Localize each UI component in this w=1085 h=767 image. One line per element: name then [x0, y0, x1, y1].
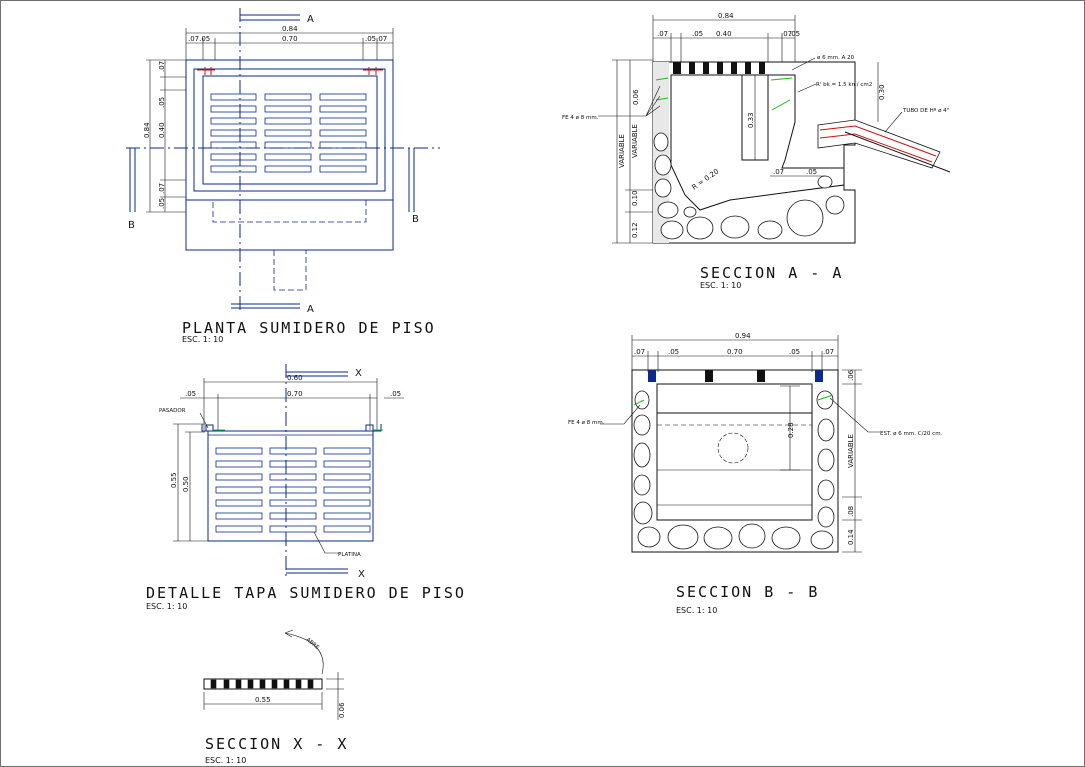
bb-scale: ESC. 1: 10: [676, 606, 717, 615]
xx-title: SECCION X - X: [205, 735, 348, 753]
bb-dim-b: .05: [668, 348, 679, 356]
bb-stone-fill: [633, 390, 835, 550]
bb-dim-v08: .08: [847, 506, 855, 517]
cover-dim-left: .05: [185, 390, 196, 398]
section-xx-view: 0.55 0.06 ABRE SECCION X - X ESC. 1: 10: [203, 629, 348, 765]
aa-label-stirrup: ø 6 mm. A 20: [817, 55, 855, 61]
cover-label-frame: PLATINA: [338, 552, 361, 558]
aa-pipe: [817, 119, 951, 173]
aa-dim-v06: 0.06: [632, 89, 640, 105]
bb-dim-v06: .06: [847, 369, 855, 381]
cover-dim-total: 0.60: [287, 374, 303, 382]
aa-dim-v30: 0.30: [878, 84, 886, 100]
bb-label-variable: VARIABLE: [847, 434, 855, 468]
section-bb-view: 0.94 .07 .05 0.70 .05 .07: [568, 332, 943, 615]
aa-dim-h07: .07: [773, 168, 784, 176]
plan-dim-v07a: .07: [158, 61, 166, 72]
xx-dim-length: 0.55: [255, 696, 271, 704]
plan-cut-a-top: A: [307, 14, 314, 25]
plan-dim-v07b: .07: [158, 183, 166, 194]
plan-dim-v40: 0.40: [158, 122, 166, 138]
plan-dim-v84: 0.84: [143, 122, 151, 138]
plan-dim-edge-left: .07.05: [188, 35, 210, 43]
aa-dim-b: .05: [692, 30, 703, 38]
plan-cut-b-right: B: [412, 214, 419, 225]
aa-label-fill: R' bk = 1.5 kn / cm2: [816, 82, 872, 88]
aa-stone-fill: [653, 132, 845, 240]
bb-title: SECCION B - B: [676, 583, 819, 601]
cover-detail-view: 0.60 0.70 .05 .05 0.55 0.50: [146, 364, 466, 611]
plan-dim-total: 0.84: [282, 25, 298, 33]
bb-label-stirrup: EST. ø 6 mm. C/20 cm.: [880, 431, 943, 437]
plan-dim-edge-right: .05.07: [365, 35, 387, 43]
aa-label-pipe: TUBO DE Hº ø 4": [902, 107, 949, 114]
cover-grate: [215, 447, 371, 533]
plan-dim-v05: .05: [158, 97, 166, 108]
plan-cut-a-bottom: A: [307, 304, 314, 315]
aa-dim-a: .07: [657, 30, 668, 38]
aa-dim-d: .07: [781, 30, 792, 38]
plan-title: PLANTA SUMIDERO DE PISO: [182, 319, 436, 337]
aa-dim-v10: 0.10: [631, 190, 639, 206]
bb-dim-a: .07: [634, 348, 645, 356]
plan-scale: ESC. 1: 10: [182, 335, 223, 344]
cover-dim-inner: 0.70: [287, 390, 303, 398]
cover-dim-inner-h: 0.50: [182, 476, 190, 492]
bb-dim-v28: 0.28: [787, 422, 795, 438]
plan-dim-inner: 0.70: [282, 35, 298, 43]
aa-dim-v12: 0.12: [631, 222, 639, 238]
xx-scale: ESC. 1: 10: [205, 756, 246, 765]
bb-dim-total: 0.94: [735, 332, 751, 340]
bb-dim-e: .07: [823, 348, 834, 356]
aa-dim-h05: .05: [806, 168, 817, 176]
bb-label-rebar: FE 4 ø 8 mm.: [568, 420, 605, 426]
cover-dim-right: .05: [390, 390, 401, 398]
aa-dim-v33: 0.33: [747, 112, 755, 128]
plan-dim-v05b: .05: [158, 198, 166, 209]
bb-dim-d: .05: [789, 348, 800, 356]
plan-cut-b-left: B: [128, 220, 135, 231]
aa-label-variable: VARIABLE: [618, 134, 626, 168]
plan-view: 0.84 0.70 .07.05 .05.07 .07 .05 0.40 0.8…: [126, 8, 440, 344]
cover-title: DETALLE TAPA SUMIDERO DE PISO: [146, 584, 466, 602]
bb-dim-v14: 0.14: [847, 529, 855, 545]
aa-dim-e: .05: [789, 30, 800, 38]
cover-cut-x-bottom: X: [358, 569, 365, 580]
plan-grate: [210, 93, 367, 173]
aa-title: SECCION A - A: [700, 264, 843, 282]
cover-cut-x-top: X: [355, 368, 362, 379]
section-aa-view: 0.84 .07 .05 0.40 .07 .05 VARIABLE 0.06 …: [562, 12, 951, 290]
aa-dim-total: 0.84: [718, 12, 734, 20]
aa-scale: ESC. 1: 10: [700, 281, 741, 290]
cover-label-pin: PASADOR: [159, 408, 186, 414]
bb-dim-c: 0.70: [727, 348, 743, 356]
cover-dim-height: 0.55: [170, 472, 178, 488]
aa-label-variable-2: VARIABLE: [631, 124, 639, 158]
aa-label-rebar: FE 4 ø 8 mm.: [562, 115, 599, 121]
xx-dim-thickness: 0.06: [338, 702, 346, 718]
cover-scale: ESC. 1: 10: [146, 602, 187, 611]
aa-dim-c: 0.40: [716, 30, 732, 38]
